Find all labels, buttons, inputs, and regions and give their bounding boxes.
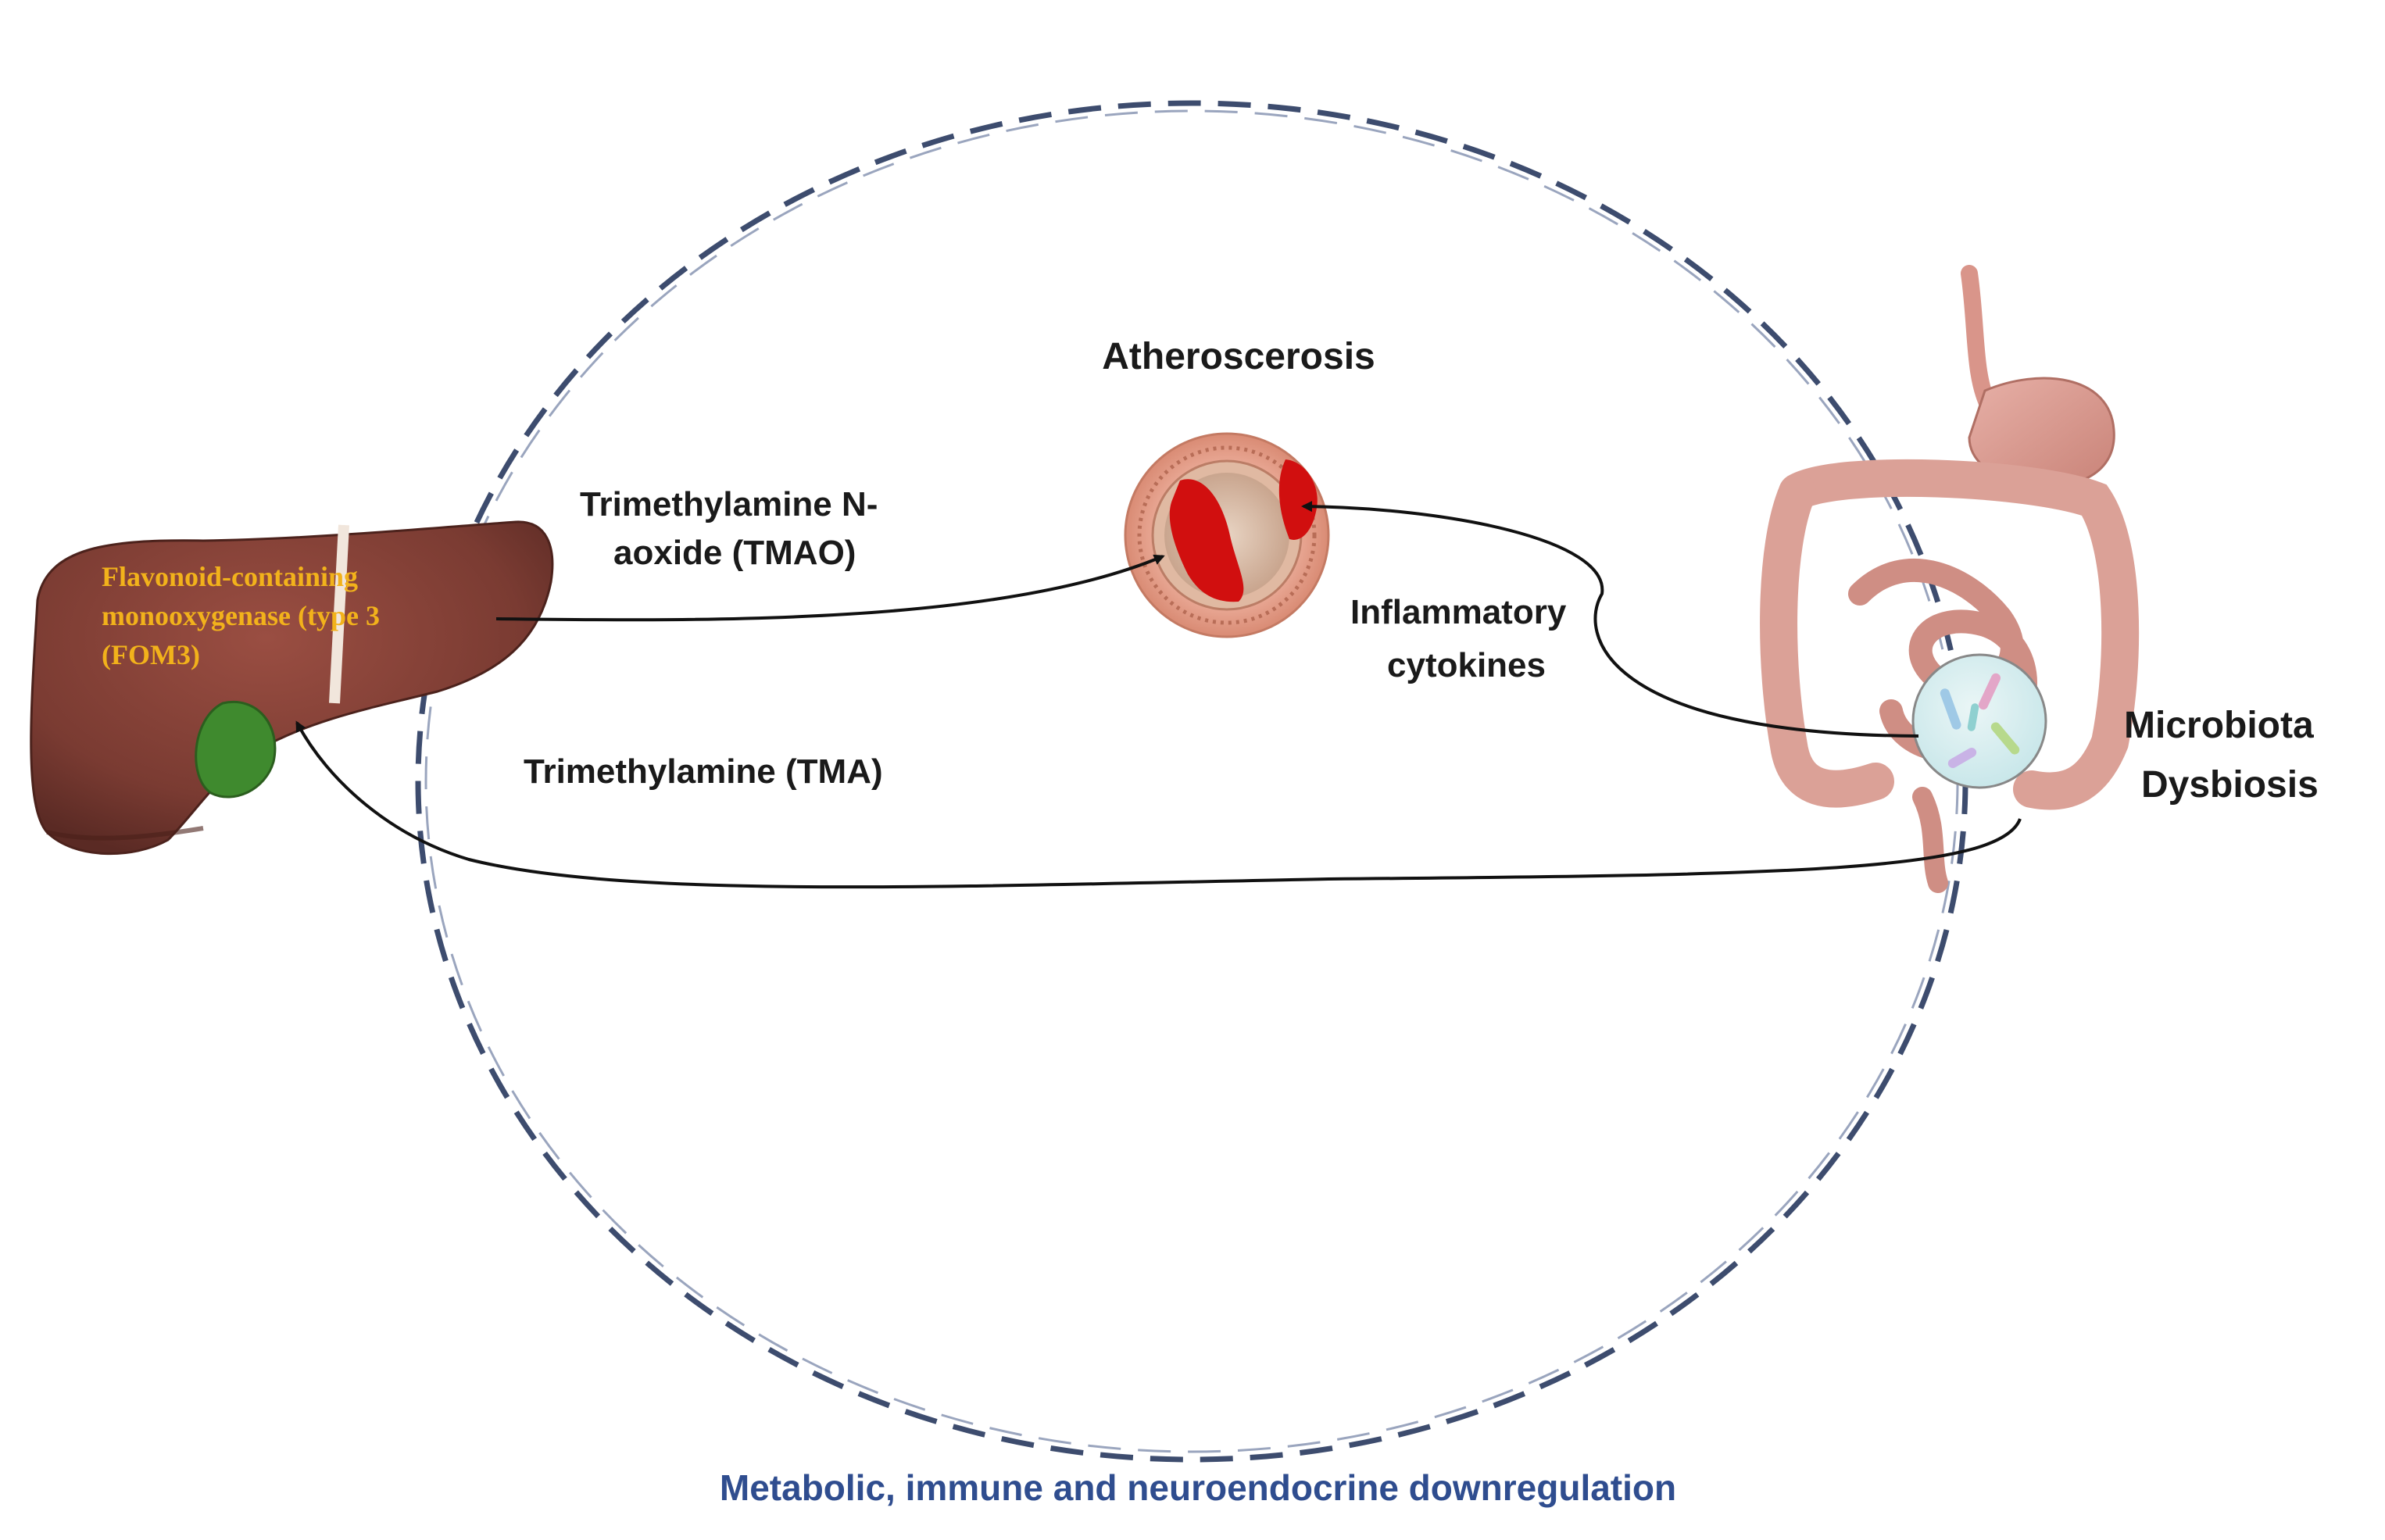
liver-illustration	[30, 520, 554, 856]
plaque-left	[1169, 479, 1244, 602]
gallbladder-shape	[195, 701, 277, 799]
enzyme-label-line2: monooxygenase (type 3	[102, 600, 380, 631]
microbiota-label-line1: Microbiota	[2124, 705, 2314, 746]
atherosclerosis-title: Atheroscerosis	[1102, 336, 1375, 377]
plaque-right	[1278, 459, 1318, 540]
cytokines-label-line1: Inflammatory	[1350, 593, 1567, 631]
tmao-label-line1: Trimethylamine N-	[580, 485, 878, 523]
microbiota-magnified-circle	[1911, 653, 2047, 789]
arrow-liver-to-artery-tmao	[495, 554, 1165, 622]
enzyme-label-line3: (FOM3)	[102, 639, 200, 670]
tmao-label-line2: aoxide (TMAO)	[613, 534, 856, 572]
cytokines-label-line2: cytokines	[1387, 646, 1546, 684]
digestive-tract-illustration	[1760, 265, 2140, 893]
arrow-gut-to-artery-cytokines	[1301, 501, 1919, 738]
tma-label: Trimethylamine (TMA)	[524, 752, 883, 791]
footer-caption: Metabolic, immune and neuroendocrine dow…	[720, 1467, 1676, 1508]
arrow-gut-to-liver-tma	[295, 720, 2022, 889]
bacteria-icon	[1940, 673, 2020, 768]
microbiota-label-line2: Dysbiosis	[2141, 764, 2319, 806]
enzyme-label-line1: Flavonoid-containing	[102, 561, 358, 592]
